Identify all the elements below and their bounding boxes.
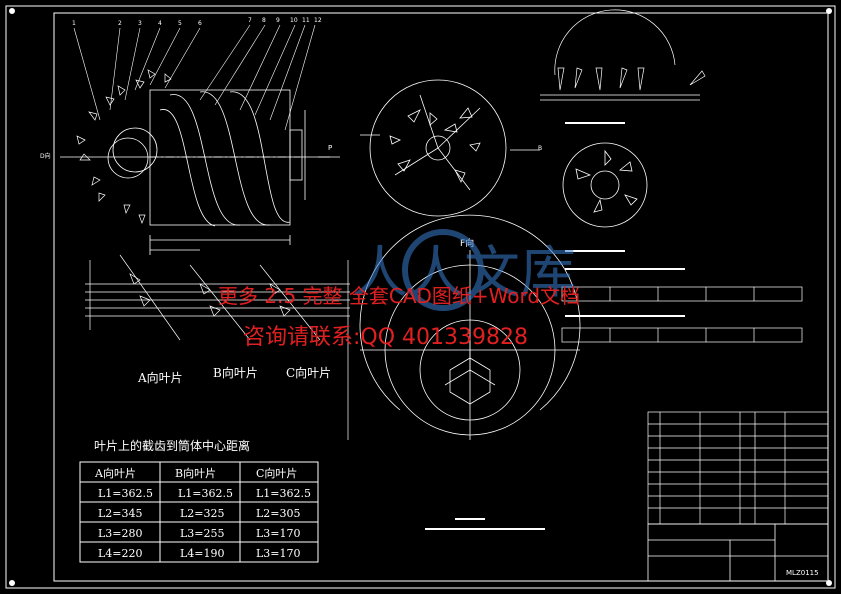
table-cell: L1=362.5 <box>256 487 311 500</box>
watermark-line-1: 更多 2.5 完整 全套CAD图纸+Word文档 <box>218 284 580 308</box>
label-b-view: B <box>538 145 542 152</box>
table-cell: L2=305 <box>256 507 301 520</box>
callout-6: 6 <box>198 20 202 27</box>
label-d-view: D向 <box>40 152 51 160</box>
callout-2: 2 <box>118 20 122 27</box>
table-header-b: B向叶片 <box>175 466 216 480</box>
table-cell: L2=345 <box>98 507 143 520</box>
title-block <box>647 523 829 582</box>
label-p: P <box>328 144 332 152</box>
cutter-picks-drum <box>76 69 172 224</box>
callout-11: 11 <box>302 17 310 24</box>
distance-table-text: A向叶片 B向叶片 C向叶片 L1=362.5 L1=362.5 L1=362.… <box>94 466 311 560</box>
table-cell: L3=170 <box>256 547 301 560</box>
table-cell: L3=170 <box>256 527 301 540</box>
watermark-line-2: 咨询请联系:QQ 401339828 <box>243 325 528 350</box>
right-dim-tables <box>561 286 803 343</box>
callout-3: 3 <box>138 20 142 27</box>
callout-5: 5 <box>178 20 182 27</box>
f-view <box>359 214 581 440</box>
pick-layout-view <box>540 9 706 101</box>
watermark-logo-text: 人人文库 <box>352 241 576 306</box>
table-cell: L1=362.5 <box>178 487 233 500</box>
callout-leaders <box>73 24 316 131</box>
callout-9: 9 <box>276 17 280 24</box>
callout-1: 1 <box>72 20 76 27</box>
label-c-blade: C向叶片 <box>286 365 331 380</box>
main-drum-view <box>60 89 330 255</box>
table-cell: L4=220 <box>98 547 143 560</box>
distance-table <box>79 461 319 563</box>
blade-views <box>85 254 350 440</box>
corner-marks <box>9 8 832 586</box>
label-a-blade: A向叶片 <box>137 370 183 385</box>
callout-4: 4 <box>158 20 162 27</box>
table-cell: L4=190 <box>180 547 225 560</box>
drawing-border <box>5 5 836 589</box>
table-header-a: A向叶片 <box>94 466 136 480</box>
distance-table-title: 叶片上的截齿到筒体中心距离 <box>94 438 250 453</box>
callout-numbers: 1 2 3 4 5 6 7 8 9 10 11 12 <box>72 17 322 27</box>
technical-notes <box>425 518 545 530</box>
label-b-blade: B向叶片 <box>213 365 258 380</box>
watermark-logo: 人人文库 <box>352 229 576 311</box>
circular-section-view <box>360 79 507 217</box>
callout-8: 8 <box>262 17 266 24</box>
callout-12: 12 <box>314 17 322 24</box>
table-cell: L3=280 <box>98 527 143 540</box>
callout-7: 7 <box>248 17 252 24</box>
table-header-c: C向叶片 <box>256 466 297 480</box>
drawing-code: MLZ0115 <box>786 569 819 577</box>
small-notes <box>565 122 685 317</box>
table-cell: L1=362.5 <box>98 487 153 500</box>
table-cell: L3=255 <box>180 527 225 540</box>
blade-view-labels: A向叶片 B向叶片 C向叶片 <box>137 365 331 385</box>
table-cell: L2=325 <box>180 507 225 520</box>
small-circle-view <box>562 142 648 228</box>
callout-10: 10 <box>290 17 298 24</box>
